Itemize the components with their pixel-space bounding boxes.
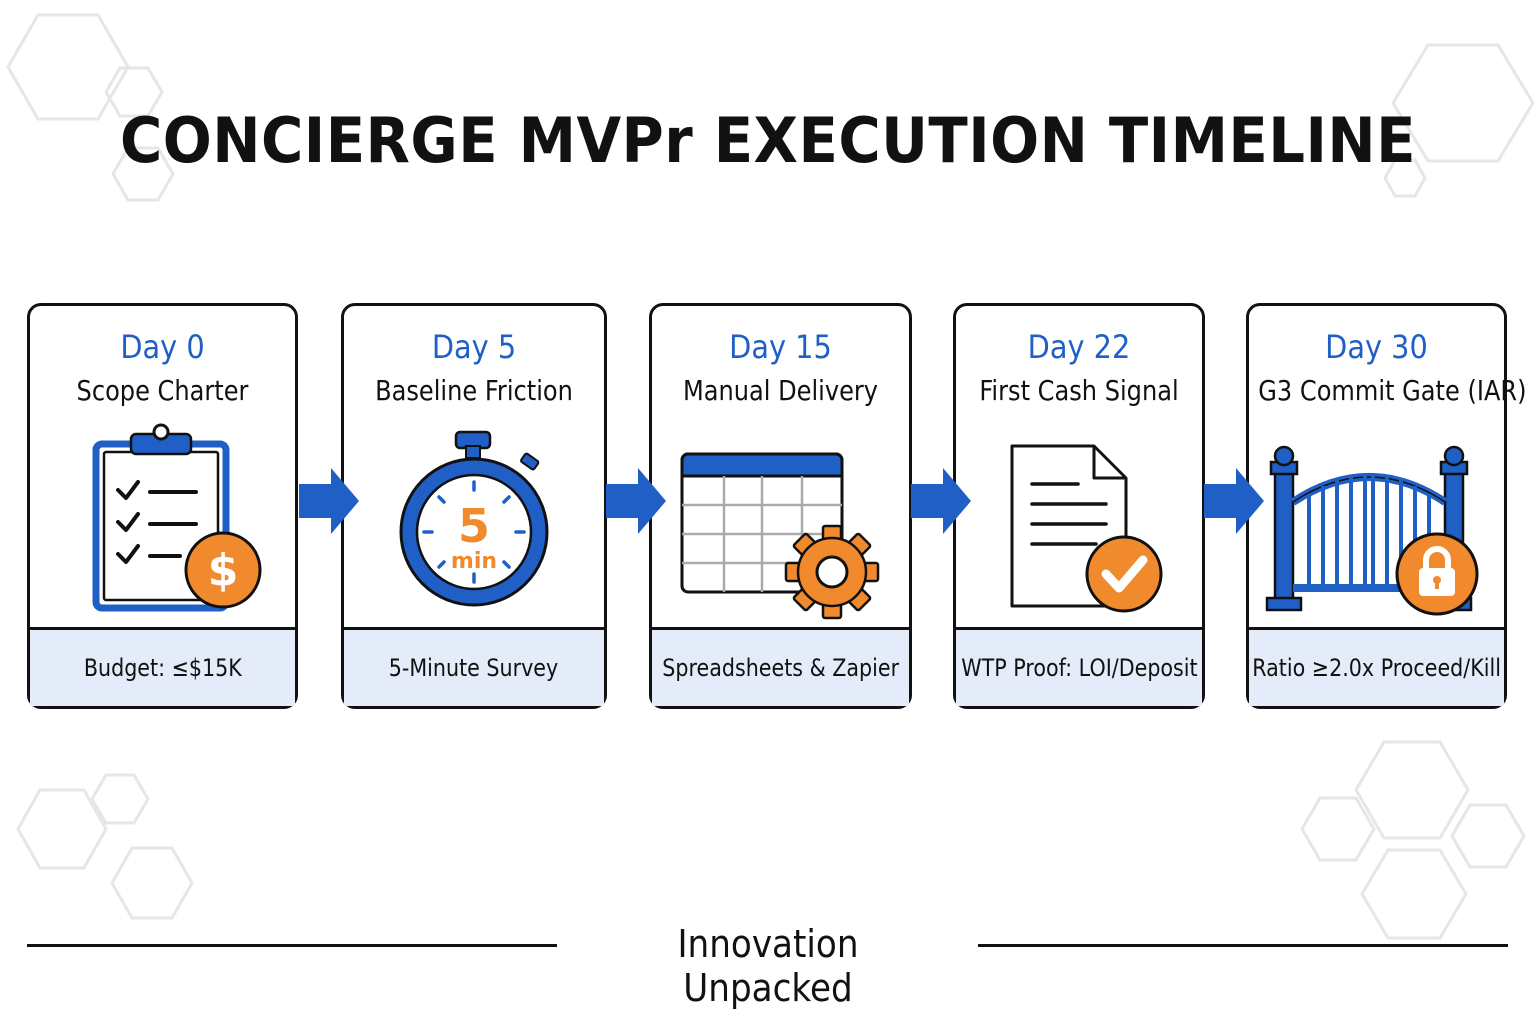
milestone-footer: Ratio ≥2.0x Proceed/Kill	[1249, 627, 1504, 706]
milestone-name: Scope Charter	[76, 374, 249, 407]
milestone-footer: 5-Minute Survey	[344, 627, 604, 706]
timer-unit: min	[451, 549, 497, 574]
arrow-right-icon	[1204, 468, 1264, 534]
milestone-footer: Spreadsheets & Zapier	[652, 627, 909, 706]
milestone-footer: Budget: ≤$15K	[30, 627, 295, 706]
milestone-card-day-30: Day 30 G3 Commit Gate (IAR) Ratio ≥2.0x …	[1246, 303, 1527, 709]
milestone-card-day-22: Day 22 First Cash Signal WTP Proof: LOI/…	[953, 303, 1205, 709]
arrow-right-icon	[299, 468, 359, 534]
milestone-card-day-5: Day 5 Baseline Friction 5 min 5-Minute S…	[341, 303, 607, 709]
arrow-right-icon	[606, 468, 666, 534]
clipboard-dollar-icon: $	[92, 423, 262, 612]
milestone-day: Day 22	[1027, 328, 1131, 366]
gate-lock-icon	[1265, 445, 1479, 616]
milestone-day: Day 0	[120, 328, 205, 366]
milestone-name: First Cash Signal	[979, 374, 1179, 407]
svg-text:$: $	[208, 545, 239, 596]
milestone-name: Manual Delivery	[682, 374, 879, 407]
milestone-day: Day 30	[1325, 328, 1428, 366]
stopwatch-icon: 5 min	[399, 430, 549, 607]
page-title: CONCIERGE MVPr EXECUTION TIMELINE	[120, 104, 1416, 177]
milestone-card-day-15: Day 15 Manual Delivery Spreadsheets & Za…	[649, 303, 912, 709]
milestone-footer: WTP Proof: LOI/Deposit	[956, 627, 1202, 706]
footer-divider-left	[27, 944, 557, 947]
milestone-name: Baseline Friction	[375, 374, 573, 407]
timer-value: 5	[458, 499, 490, 553]
document-check-icon	[1010, 444, 1163, 613]
milestone-day: Day 5	[431, 328, 517, 366]
brand-name: Innovation Unpacked	[677, 922, 859, 1010]
spreadsheet-gear-icon	[680, 452, 880, 620]
milestone-card-day-0: Day 0 Scope Charter $ Budget: ≤$15K	[27, 303, 298, 709]
milestone-name: G3 Commit Gate (IAR)	[1258, 374, 1527, 407]
arrow-right-icon	[911, 468, 971, 534]
footer-divider-right	[978, 944, 1508, 947]
milestone-day: Day 15	[729, 328, 832, 366]
